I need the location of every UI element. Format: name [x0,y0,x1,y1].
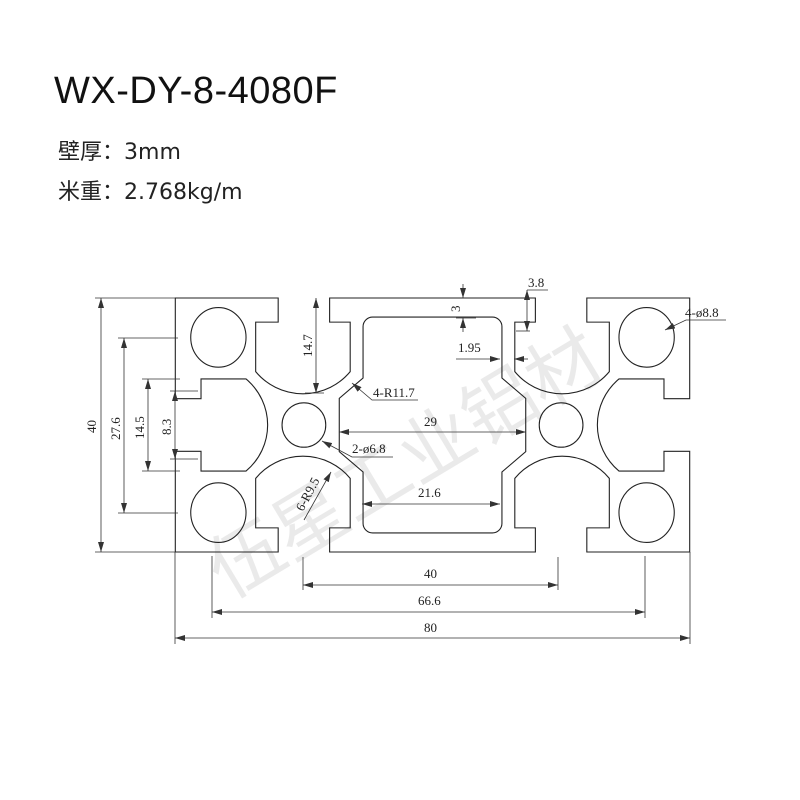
wall-thickness-label: 壁厚： [58,140,125,165]
cavity-bottom-right [433,425,526,533]
dim-slot-spacing: 40 [302,557,559,590]
profile-section [175,298,689,552]
dim-hole-spacing-v: 27.6 [108,337,178,514]
watermark: 伍星工业铝材 [193,313,618,615]
dim-label: 1.95 [458,340,481,355]
corner-hole [191,483,246,543]
dim-label: 14.5 [132,416,147,439]
dim-label: 3.8 [528,275,544,290]
dim-label: 66.6 [418,593,441,608]
outline-top-left [175,298,432,425]
dim-label: 27.6 [108,417,123,440]
weight-value: 2.768kg/m [124,180,243,205]
cavity-bottom-left [339,425,432,533]
dim-hole-spacing-h: 66.6 [211,556,646,618]
dim-slot-depth: 14.7 [300,298,324,394]
cavity-top-left [339,317,432,425]
corner-hole [619,483,674,543]
weight-per-meter: 米重：2.768kg/m [58,174,243,206]
dim-label: 40 [424,566,437,581]
dim-width-total: 80 [174,552,691,644]
dim-lip: 3.8 [516,275,548,332]
dim-label: 14.7 [300,334,315,357]
dim-web: 1.95 [456,340,528,362]
center-hole [539,403,583,447]
dim-label: 40 [84,420,99,433]
center-hole [282,403,326,447]
profile-title: WX-DY-8-4080F [54,70,338,112]
leader-cavity-radius: 4-R11.7 [351,382,418,401]
dim-label: 4-R11.7 [373,385,415,400]
dim-label: 8.3 [159,419,174,435]
leader-corner-holes: 4-ø8.8 [664,305,726,331]
dim-label: 3 [448,306,463,313]
dim-cavity-width-mid: 29 [339,414,526,435]
outline-top-right [433,298,690,425]
corner-hole [619,308,674,368]
dim-label: 4-ø8.8 [685,305,719,320]
dim-label: 29 [424,414,437,429]
cavity-top-right [433,317,526,425]
dim-height-total: 40 [84,297,175,553]
corner-hole [191,308,246,368]
dim-label: 21.6 [418,485,441,500]
leader-center-holes: 2-ø6.8 [321,440,393,458]
wall-thickness-value: 3mm [124,140,181,165]
dim-label: 80 [424,620,437,635]
weight-label: 米重： [58,180,125,205]
dim-slot-inner: 14.5 [132,378,180,472]
dim-wall: 3 [448,284,476,332]
outline-bottom-right [433,425,690,552]
dim-label: 2-ø6.8 [352,441,386,456]
dim-slot-opening: 8.3 [159,390,198,460]
outline-bottom-left [175,425,432,552]
wall-thickness: 壁厚：3mm [58,134,181,166]
dim-cavity-width: 21.6 [362,485,500,507]
